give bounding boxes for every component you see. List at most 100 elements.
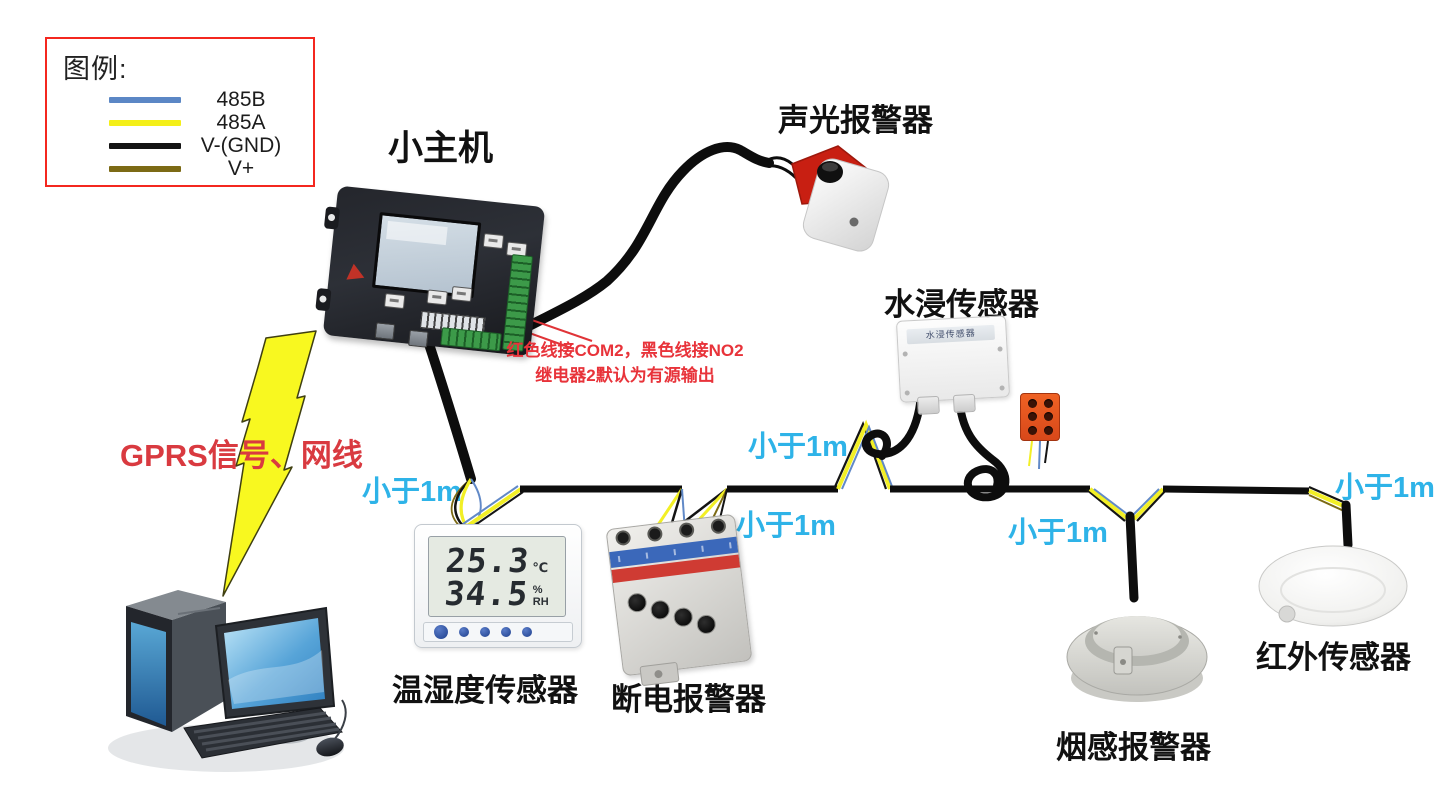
bus-segment-4: [1162, 485, 1310, 495]
water-sensor-nameplate: 水浸传感器: [906, 324, 996, 345]
front-hole: [672, 606, 694, 628]
label-smoke-alarm: 烟感报警器: [1056, 730, 1211, 765]
distance-label-power-alarm: 小于1m: [736, 510, 836, 542]
distance-label-infrared-sensor: 小于1m: [1335, 472, 1435, 504]
host-lcd-screen: [371, 212, 482, 299]
terminal: [614, 529, 632, 547]
label-temp-humidity-sensor: 温湿度传感器: [392, 673, 578, 708]
dome-contour: [1280, 567, 1386, 613]
legend-label: 485A: [216, 110, 266, 134]
water-sensor-cables: [861, 392, 1010, 502]
host-to-alarm-cable: [514, 142, 802, 336]
sensor-button: [480, 627, 490, 637]
host-button: [482, 233, 505, 250]
terminal-hole: [1027, 399, 1037, 409]
humidity-readout: 34.5 % RH: [435, 573, 559, 613]
terminal: [678, 521, 696, 539]
sound-light-alarm-device: [791, 145, 890, 252]
cable-gland: [916, 395, 940, 415]
temp-sensor-branch-wires: [450, 478, 524, 531]
temp-humidity-sensor-device: 25.3 ℃ 34.5 % RH: [414, 524, 582, 648]
relay-wiring-note: 红色线接COM2，黑色线接NO2 继电器2默认为有源输出: [497, 339, 753, 388]
terminal-hole: [1043, 425, 1053, 435]
terminal-hole: [1043, 399, 1053, 409]
relay-note-line1: 红色线接COM2，黑色线接NO2: [506, 341, 744, 360]
bracket-hole: [1120, 659, 1126, 665]
legend-row-vplus: V+: [109, 157, 305, 180]
smoke-alarm-device: [1066, 616, 1208, 702]
legend-label: 485B: [216, 87, 266, 111]
smoke-alarm-branch-wires: [1085, 487, 1168, 522]
power-failure-alarm-device: [605, 513, 753, 687]
front-hole: [626, 592, 648, 614]
host-controller-device: [315, 185, 546, 357]
water-sensor-device: 水浸传感器: [895, 315, 1011, 415]
front-hole: [695, 613, 717, 635]
screw: [997, 346, 1003, 352]
distance-label-smoke-alarm: 小于1m: [1008, 517, 1108, 549]
cable-gland: [952, 393, 976, 414]
wire-swatch-vminus: [109, 142, 181, 149]
host-button: [383, 293, 406, 310]
computer-workstation: [108, 590, 347, 772]
mounting-ear: [315, 287, 332, 312]
terminal-hole: [1027, 425, 1037, 435]
lightning-bolt-icon: [222, 330, 317, 597]
mounting-ear: [323, 206, 341, 230]
label-power-failure-alarm: 断电报警器: [611, 682, 766, 717]
terminal: [710, 517, 727, 535]
orange-block-wires: [1028, 440, 1049, 470]
humidity-value: 34.5: [443, 573, 531, 613]
legend-row-vminus: V-(GND): [109, 134, 305, 157]
host-connector: [408, 329, 429, 348]
terminal: [646, 525, 664, 543]
water-sensor-branch-wires: [832, 419, 894, 490]
alarm-knob-top: [822, 162, 838, 172]
orange-terminal-block: [1020, 393, 1060, 441]
sensor-button: [459, 627, 469, 637]
screw: [1094, 631, 1098, 635]
infrared-nub: [1278, 605, 1296, 623]
pc-mouse: [316, 699, 347, 757]
terminal-hole: [1043, 412, 1053, 422]
screw: [1178, 635, 1182, 639]
legend-label: V-(GND): [200, 133, 282, 157]
relay-note-line2: 继电器2默认为有源输出: [535, 365, 715, 385]
sensor-button: [434, 625, 448, 639]
screw: [904, 390, 910, 396]
sensor-button-bar: [423, 622, 573, 642]
label-host: 小主机: [388, 129, 494, 168]
legend-box: 图例: 485B 485A V-(GND) V+: [45, 37, 315, 187]
infrared-cable: [1341, 500, 1353, 550]
host-button: [451, 286, 473, 303]
legend-rows: 485B 485A V-(GND) V+: [109, 88, 305, 180]
distance-label-water-sensor: 小于1m: [748, 431, 848, 463]
host-logo-triangle: [344, 262, 365, 280]
screw: [902, 351, 908, 357]
front-hole: [649, 599, 671, 621]
wire-swatch-485a: [109, 119, 181, 126]
host-connector: [374, 322, 396, 341]
infrared-sensor-device: [1258, 545, 1408, 627]
label-infrared-sensor: 红外传感器: [1256, 640, 1411, 675]
legend-label: V+: [227, 156, 255, 180]
humidity-unit-rh: RH: [532, 595, 549, 608]
infrared-branch-wires: [1308, 485, 1349, 512]
temperature-unit: ℃: [532, 559, 549, 575]
wire-swatch-vplus: [109, 165, 181, 172]
host-terminal-block-bottom: [440, 327, 502, 352]
gprs-link-label: GPRS信号、网线: [120, 438, 363, 473]
sensor-button: [522, 627, 532, 637]
host-terminal-block-right: [502, 254, 534, 352]
legend-row-485b: 485B: [109, 88, 305, 111]
host-drop-cable: [424, 339, 476, 484]
legend-title: 图例:: [63, 54, 128, 84]
label-water-sensor: 水浸传感器: [884, 287, 1039, 322]
temperature-readout: 25.3 ℃: [435, 541, 559, 580]
pc-tower: [126, 590, 226, 732]
distance-label-temp-sensor: 小于1m: [362, 476, 462, 508]
host-button: [426, 289, 448, 306]
humidity-unit: % RH: [533, 585, 549, 609]
